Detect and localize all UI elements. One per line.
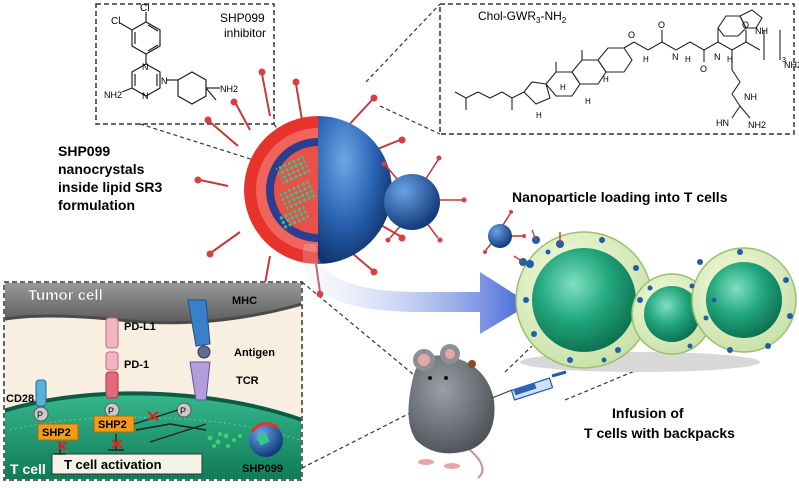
peptide-atom-o1: O — [658, 20, 665, 30]
peptide-atom-n2: N — [714, 52, 721, 62]
peptide-atom-o3: O — [742, 20, 749, 30]
shp099-structure — [119, 12, 220, 105]
chol-gwr3-structure — [454, 9, 781, 119]
process-arrow — [302, 244, 530, 334]
peptide-sub: 3 — [536, 16, 541, 25]
tcr-receptor — [189, 361, 211, 401]
peptide-atom-nh2-2: NH2 — [748, 120, 766, 130]
drug-molecules — [207, 432, 242, 448]
left-label-line1: SHP099 — [58, 143, 110, 159]
antigen-label: Antigen — [234, 347, 275, 359]
peptide-atom-nh2: NH2 — [784, 60, 799, 70]
peptide-atom-o2: O — [700, 64, 707, 74]
syringe — [491, 370, 567, 401]
phospho-label-1: P — [37, 410, 43, 420]
peptide-atom-o4: O — [628, 30, 635, 40]
infusion-label-line1: Infusion of — [612, 405, 684, 421]
peptide-title: Chol-GWR3-NH2 — [478, 9, 567, 25]
cd28-receptor — [35, 379, 47, 407]
cl-atom-1: Cl — [111, 16, 120, 27]
infusion-label-line2: T cells with backpacks — [584, 425, 735, 441]
peptide-atom-h3: H — [727, 55, 733, 64]
cell-backpacks — [519, 236, 793, 363]
backpack-stalks — [513, 229, 561, 263]
tcr-label: TCR — [236, 375, 259, 387]
n-atom-3: N — [161, 76, 168, 86]
inhibitor-name: SHP099 — [220, 11, 265, 25]
peptide-atom-h6: H — [585, 97, 591, 106]
phospho-label-3: P — [180, 406, 186, 416]
nh2-atom-2: NH2 — [220, 84, 238, 94]
cd28-label: CD28 — [6, 393, 34, 405]
t-cell-2-nucleus — [644, 286, 700, 342]
t-cell-label: T cell — [10, 461, 46, 477]
tumor-cell-membrane — [5, 283, 301, 323]
shp2-box-1 — [37, 423, 79, 441]
peptide-suffix: -NH — [540, 9, 561, 23]
phospho-cd28 — [33, 406, 49, 422]
tumor-cell-label: Tumor cell — [28, 287, 103, 304]
left-label-line3: inside lipid SR3 — [58, 179, 162, 195]
cl-atom-2: Cl — [140, 3, 149, 14]
t-cell-3-nucleus — [706, 262, 782, 338]
peptide-atom-nh-2: NH — [744, 92, 757, 102]
activation-label: T cell activation — [64, 457, 162, 472]
t-cells-cluster — [513, 229, 797, 372]
mhc-molecule — [187, 299, 211, 347]
mechanism-inset — [3, 281, 303, 481]
peptide-atom-h7: H — [603, 75, 609, 84]
nanocrystals — [275, 154, 317, 232]
n-atom-2: N — [142, 91, 149, 101]
pd1-receptor — [105, 371, 119, 399]
activation-box — [51, 453, 203, 475]
peptide-atom-h5: H — [536, 111, 542, 120]
mhc-label: MHC — [232, 295, 257, 307]
antigen — [197, 345, 211, 359]
peptide-name: Chol-GWR — [478, 9, 536, 23]
shp2-label-1: SHP2 — [42, 427, 71, 439]
left-label-line4: formulation — [58, 197, 135, 213]
peptide-atom-hn: HN — [716, 118, 729, 128]
small-nanoparticle-1 — [384, 174, 440, 230]
peptide-sub2: 2 — [562, 16, 567, 25]
loading-label: Nanoparticle loading into T cells — [512, 189, 728, 205]
phospho-label-2: P — [108, 406, 114, 416]
small-nanoparticles — [381, 155, 526, 254]
pd1-label: PD-1 — [124, 359, 149, 371]
pdl1-receptor — [105, 317, 119, 349]
peptide-atom-h4: H — [560, 83, 566, 92]
peptide-atom-n1: N — [672, 52, 679, 62]
mouse — [408, 344, 495, 479]
shp2-label-2: SHP2 — [98, 419, 127, 431]
peptide-atom-h2: H — [685, 55, 691, 64]
peptide-atom-3: 3 — [782, 57, 786, 64]
nanoparticle-shell — [318, 116, 392, 264]
nh2-atom-1: NH2 — [104, 90, 122, 100]
n-atom-1: N — [142, 62, 149, 72]
drug-label: SHP099 — [242, 463, 283, 475]
peptide-atom-nh: NH — [755, 26, 768, 36]
small-nanoparticle-2 — [488, 224, 512, 248]
inhibitor-subtitle: inhibitor — [224, 26, 266, 40]
t-cell-1-nucleus — [532, 248, 636, 352]
left-label-line2: nanocrystals — [58, 161, 145, 177]
pdl1-label: PD-L1 — [124, 321, 156, 333]
peptide-atom-h1: H — [643, 55, 649, 64]
inhibitor-box — [95, 3, 275, 125]
peptide-box — [439, 3, 795, 135]
lipid-nanoparticle — [194, 68, 406, 306]
